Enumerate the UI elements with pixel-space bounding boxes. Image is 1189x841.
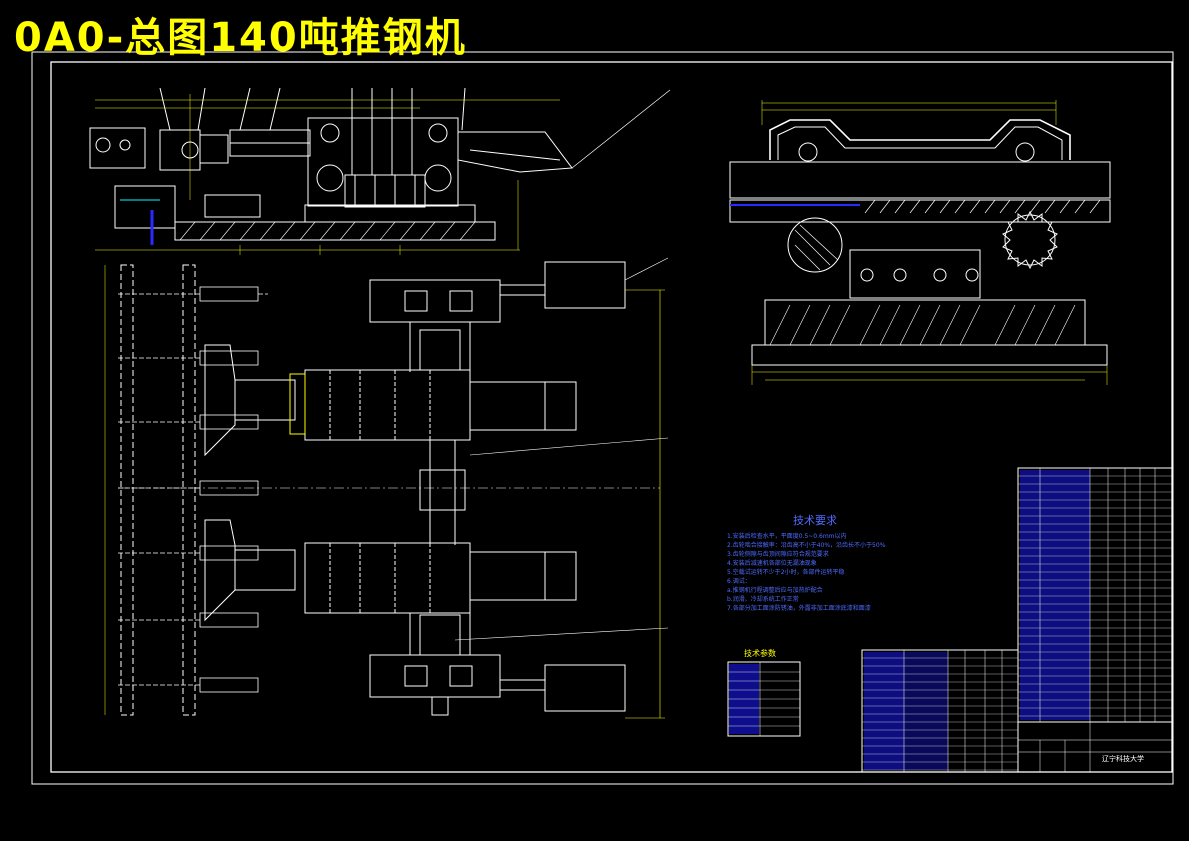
- elevation-view: [89, 87, 671, 255]
- tech-req-item: 1.安装后检查水平，平面度0.5~0.6mm以内: [727, 533, 847, 540]
- technical-requirements-heading: 技术要求: [793, 514, 837, 527]
- plan-view: [104, 257, 669, 719]
- outer-frame: [31, 51, 1174, 785]
- drawing-title: 0A0-总图140吨推钢机: [14, 15, 467, 61]
- tech-req-item: b.润滑、冷却系统工作正常: [727, 596, 799, 603]
- tech-req-item: 3.齿轮侧隙与齿顶间隙应符合规范要求: [727, 551, 829, 558]
- section-view: [729, 100, 1111, 385]
- parts-list: [861, 467, 1173, 773]
- tech-params-heading: 技术参数: [744, 649, 776, 658]
- tech-params-table: [727, 661, 801, 737]
- tech-req-item: 2.齿轮啮合接触率：沿齿高不小于40%，沿齿长不小于50%: [727, 542, 886, 549]
- school-name: 辽宁科技大学: [1102, 755, 1144, 763]
- tech-req-item: 6.调试：: [727, 578, 751, 585]
- tech-req-item: 7.各部分加工面涂防锈油，外露非加工面涂底漆和面漆: [727, 605, 871, 612]
- tech-req-item: 5.空载试运转不少于2小时，各部件运转平稳: [727, 569, 845, 576]
- tech-req-item: a.推钢机行程调整后应与加热炉配合: [727, 587, 823, 594]
- tech-req-item: 4.安装后减速机各部位无漏油现象: [727, 560, 817, 567]
- inner-frame: [50, 61, 1173, 773]
